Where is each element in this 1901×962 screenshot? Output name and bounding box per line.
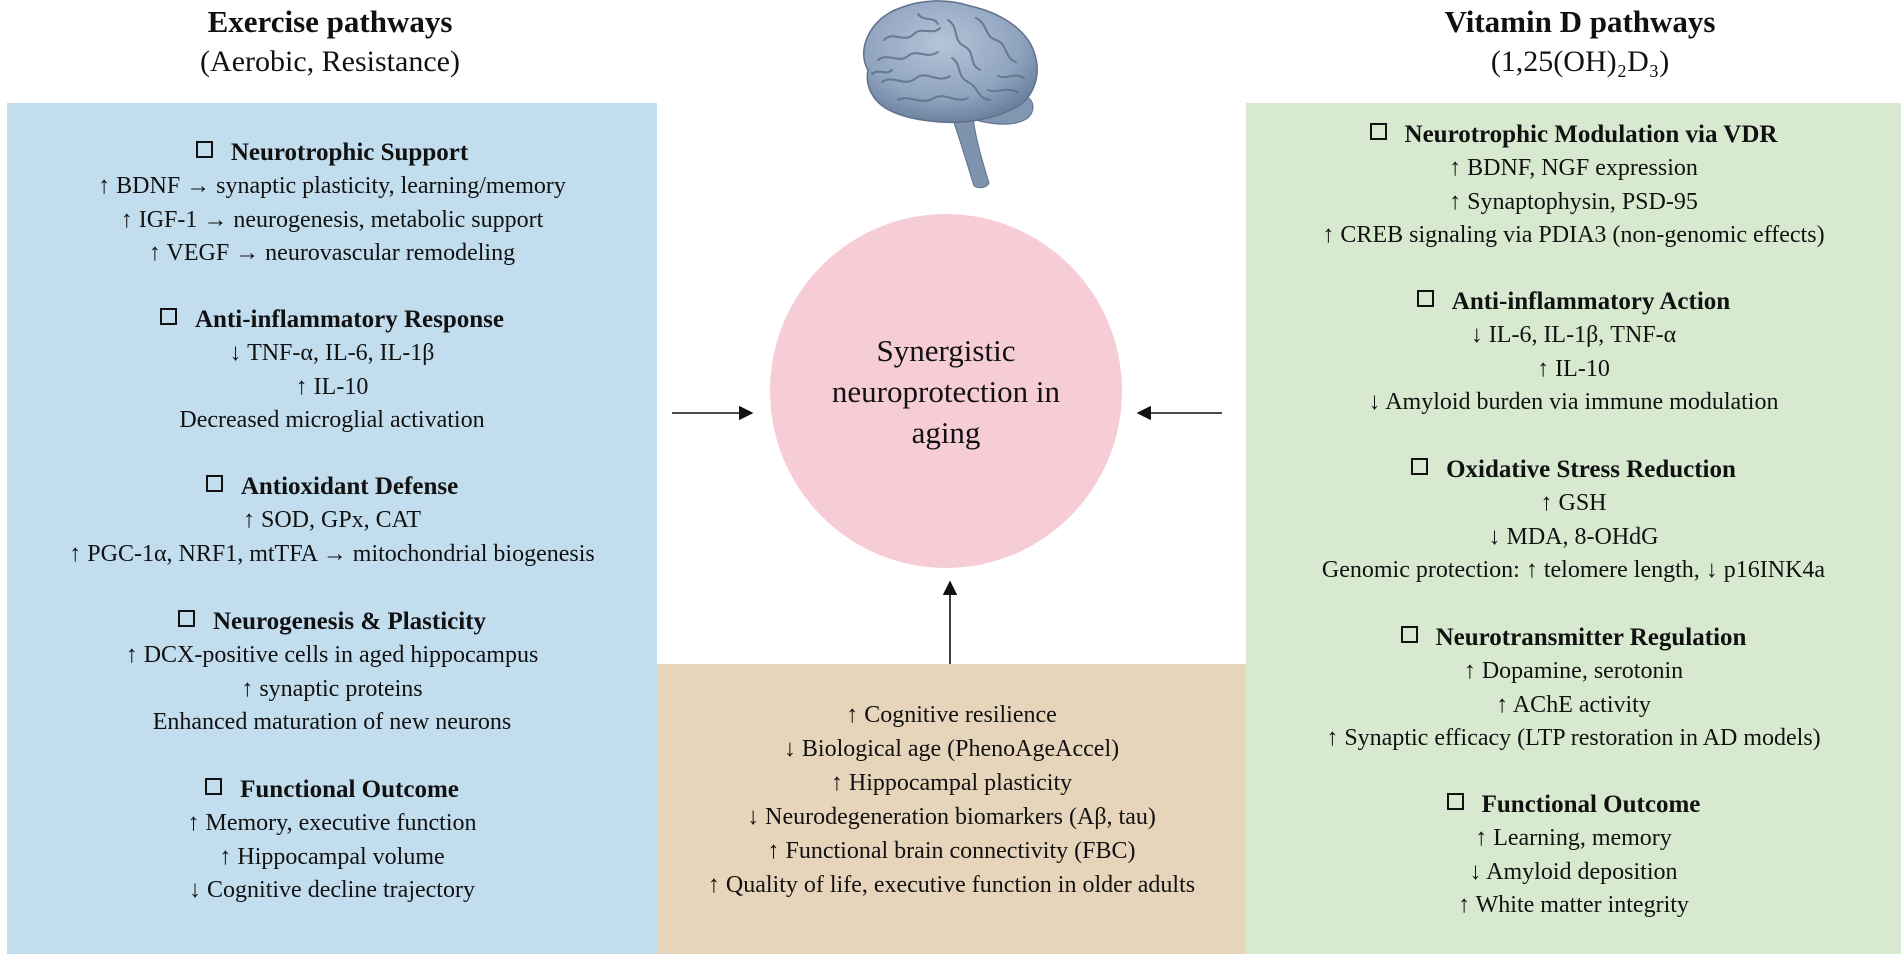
section-line: ↑ IGF-1 → neurogenesis, metabolic suppor… (120, 206, 544, 233)
brain-icon (863, 0, 1038, 189)
section-heading: Anti-inflammatory Action (1246, 285, 1901, 319)
section-heading-text: Antioxidant Defense (240, 473, 459, 500)
outcome-line: ↑ Cognitive resilience (846, 702, 1057, 728)
outcome-line: ↑ Hippocampal plasticity (830, 770, 1073, 796)
section-line: ↓ Amyloid deposition (1469, 858, 1678, 885)
vitamin-d-title-block: Vitamin D pathways (1,25(OH)₂D₃) (1380, 2, 1780, 82)
section-heading-text: Neurogenesis & Plasticity (212, 608, 487, 635)
section-neurogenesis-plasticity: Neurogenesis & Plasticity ↑ DCX-positive… (7, 605, 657, 740)
section-neurotrophic-modulation-vdr: Neurotrophic Modulation via VDR ↑ BDNF, … (1246, 118, 1901, 253)
checkbox-square-icon (159, 308, 177, 325)
checkbox-square-icon (1411, 458, 1429, 475)
section-line: ↑ SOD, GPx, CAT (242, 507, 422, 533)
section-line: ↓ IL-6, IL-1β, TNF-α (1470, 322, 1677, 348)
vitamin-d-pathways-subtitle: (1,25(OH)₂D₃) (1490, 45, 1670, 78)
section-line: ↑ Dopamine, serotonin (1463, 658, 1684, 684)
section-heading: Anti-inflammatory Response (7, 303, 657, 337)
section-line: ↓ TNF-α, IL-6, IL-1β (229, 340, 435, 366)
checkbox-square-icon (1369, 123, 1387, 140)
section-line: ↑ IL-10 (295, 373, 369, 400)
section-heading-text: Neurotransmitter Regulation (1435, 624, 1747, 651)
section-heading: Neurotrophic Support (7, 136, 657, 170)
section-heading: Neurogenesis & Plasticity (7, 605, 657, 639)
section-line: ↑ Synaptic efficacy (LTP restoration in … (1326, 725, 1821, 751)
section-heading-text: Anti-inflammatory Response (194, 306, 504, 333)
section-line: Enhanced maturation of new neurons (152, 709, 512, 735)
outcome-list: ↑ Cognitive resilience ↓ Biological age … (657, 698, 1246, 902)
section-antioxidant-defense: Antioxidant Defense ↑ SOD, GPx, CAT ↑ PG… (7, 470, 657, 571)
exercise-pathways-title: Exercise pathways (207, 4, 453, 39)
section-neurotrophic-support: Neurotrophic Support ↑ BDNF → synaptic p… (7, 136, 657, 271)
section-neurotransmitter-regulation: Neurotransmitter Regulation ↑ Dopamine, … (1246, 621, 1901, 756)
section-line: ↑ GSH (1540, 490, 1607, 516)
section-heading-text: Neurotrophic Modulation via VDR (1404, 121, 1778, 148)
section-functional-outcome: Functional Outcome ↑ Memory, executive f… (7, 773, 657, 908)
checkbox-square-icon (205, 778, 223, 795)
section-line: ↑ Synaptophysin, PSD-95 (1449, 188, 1698, 215)
section-heading: Antioxidant Defense (7, 470, 657, 504)
section-line: ↑ Learning, memory (1475, 825, 1672, 851)
section-functional-outcome: Functional Outcome ↑ Learning, memory ↓ … (1246, 788, 1901, 923)
synergy-circle-text: Synergistic neuroprotection in aging (831, 332, 1061, 450)
section-heading: Neurotrophic Modulation via VDR (1246, 118, 1901, 152)
section-anti-inflammatory-action: Anti-inflammatory Action ↓ IL-6, IL-1β, … (1246, 285, 1901, 420)
section-line: ↑ CREB signaling via PDIA3 (non-genomic … (1322, 222, 1825, 248)
checkbox-square-icon (195, 141, 213, 158)
checkbox-square-icon (205, 475, 223, 492)
section-heading: Neurotransmitter Regulation (1246, 621, 1901, 655)
section-heading-text: Functional Outcome (1481, 791, 1701, 818)
section-line: ↑ PGC-1α, NRF1, mtTFA → mitochondrial bi… (69, 540, 595, 567)
vitamin-d-pathways-panel: Neurotrophic Modulation via VDR ↑ BDNF, … (1246, 103, 1901, 954)
section-heading-text: Functional Outcome (240, 776, 459, 803)
outcome-line: ↓ Biological age (PhenoAgeAccel) (783, 736, 1120, 762)
section-line: ↑ BDNF, NGF expression (1449, 155, 1698, 181)
section-line: ↑ Hippocampal volume (219, 843, 445, 870)
section-heading: Oxidative Stress Reduction (1246, 453, 1901, 487)
outcome-line: ↑ Quality of life, executive function in… (707, 872, 1196, 898)
section-heading-text: Neurotrophic Support (230, 139, 469, 166)
section-heading: Functional Outcome (1246, 788, 1901, 822)
section-line: ↑ Memory, executive function (187, 810, 477, 836)
section-line: ↓ MDA, 8-OHdG (1488, 523, 1659, 550)
combined-outcomes-panel: ↑ Cognitive resilience ↓ Biological age … (657, 664, 1246, 954)
vitamin-d-pathways-title: Vitamin D pathways (1444, 4, 1716, 39)
exercise-pathways-subtitle: (Aerobic, Resistance) (200, 45, 460, 78)
section-line: Genomic protection: ↑ telomere length, ↓… (1321, 557, 1826, 583)
checkbox-square-icon (177, 610, 195, 627)
section-heading-text: Oxidative Stress Reduction (1446, 456, 1736, 483)
section-heading-text: Anti-inflammatory Action (1451, 288, 1731, 315)
synergy-circle: Synergistic neuroprotection in aging (770, 214, 1122, 568)
section-line: ↓ Cognitive decline trajectory (189, 877, 475, 903)
section-oxidative-stress-reduction: Oxidative Stress Reduction ↑ GSH ↓ MDA, … (1246, 453, 1901, 588)
section-anti-inflammatory-response: Anti-inflammatory Response ↓ TNF-α, IL-6… (7, 303, 657, 438)
exercise-title-block: Exercise pathways (Aerobic, Resistance) (130, 2, 530, 82)
section-heading: Functional Outcome (7, 773, 657, 807)
section-line: ↑ synaptic proteins (241, 675, 423, 702)
section-line: ↑ IL-10 (1537, 355, 1610, 382)
checkbox-square-icon (1400, 626, 1418, 643)
section-line: Decreased microglial activation (179, 407, 485, 433)
section-line: ↑ VEGF → neurovascular remodeling (148, 240, 516, 266)
outcome-line: ↑ Functional brain connectivity (FBC) (767, 838, 1136, 864)
checkbox-square-icon (1416, 290, 1434, 307)
outcome-line: ↓ Neurodegeneration biomarkers (Aβ, tau) (747, 804, 1156, 830)
section-line: ↑ BDNF → synaptic plasticity, learning/m… (98, 173, 566, 199)
exercise-pathways-panel: Neurotrophic Support ↑ BDNF → synaptic p… (7, 103, 657, 954)
section-line: ↑ AChE activity (1496, 691, 1651, 718)
section-line: ↑ White matter integrity (1458, 892, 1689, 918)
section-line: ↓ Amyloid burden via immune modulation (1368, 389, 1779, 415)
section-line: ↑ DCX-positive cells in aged hippocampus (125, 642, 539, 668)
checkbox-square-icon (1446, 793, 1464, 810)
